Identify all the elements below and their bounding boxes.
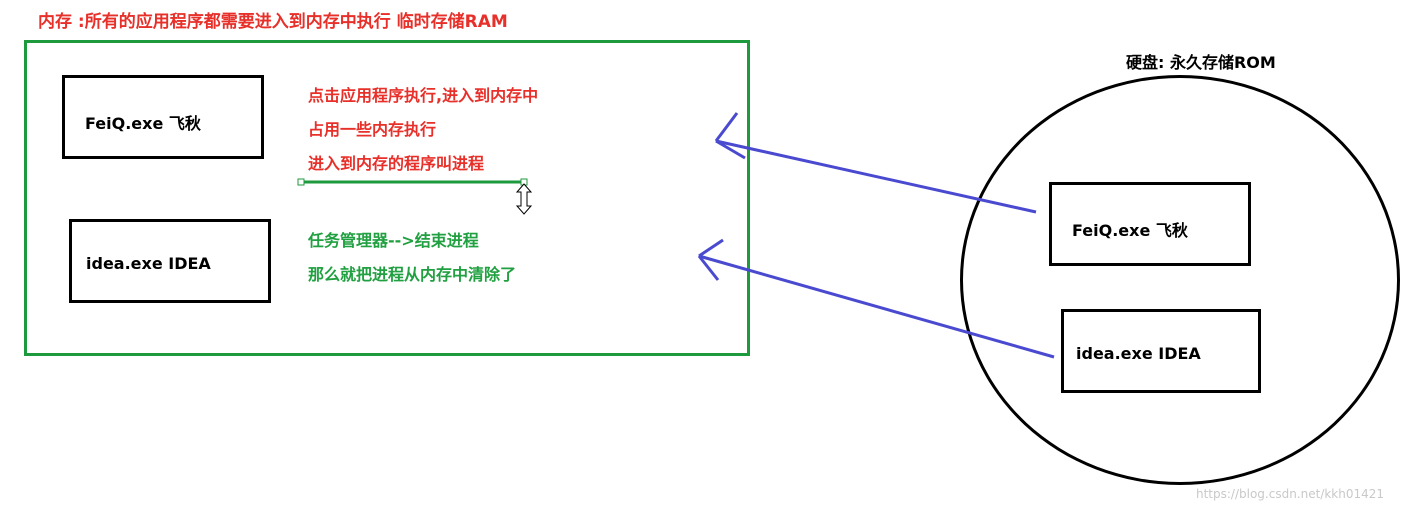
memory-note-red-3: 进入到内存的程序叫进程: [308, 154, 485, 173]
memory-note-red-2: 占用一些内存执行: [308, 120, 437, 139]
memory-program-feiq-box: FeiQ.exe 飞秋: [62, 75, 264, 159]
memory-note-green-1: 任务管理器-->结束进程: [308, 231, 479, 250]
disk-program-idea-box: idea.exe IDEA: [1061, 309, 1261, 393]
selected-line[interactable]: [297, 178, 528, 186]
memory-note-red-1: 点击应用程序执行,进入到内存中: [308, 86, 539, 105]
memory-box: [24, 40, 750, 356]
disk-circle: [960, 75, 1400, 485]
memory-note-green-2: 那么就把进程从内存中清除了: [308, 265, 517, 284]
memory-title: 内存 :所有的应用程序都需要进入到内存中执行 临时存储RAM: [38, 12, 508, 32]
arrow-left-icon: [697, 238, 1055, 359]
disk-program-feiq-label: FeiQ.exe 飞秋: [1072, 221, 1188, 240]
memory-program-feiq-label: FeiQ.exe 飞秋: [85, 114, 201, 133]
disk-title: 硬盘: 永久存储ROM: [1126, 53, 1276, 72]
watermark-text: https://blog.csdn.net/kkh01421: [1196, 487, 1385, 501]
vertical-resize-cursor-icon: [515, 183, 533, 215]
disk-program-idea-label: idea.exe IDEA: [1076, 344, 1201, 363]
disk-program-feiq-box: FeiQ.exe 飞秋: [1049, 182, 1251, 266]
memory-program-idea-label: idea.exe IDEA: [86, 254, 211, 273]
memory-program-idea-box: idea.exe IDEA: [69, 219, 271, 303]
arrow-left-icon: [714, 112, 1037, 214]
line-handle-left[interactable]: [297, 178, 305, 186]
